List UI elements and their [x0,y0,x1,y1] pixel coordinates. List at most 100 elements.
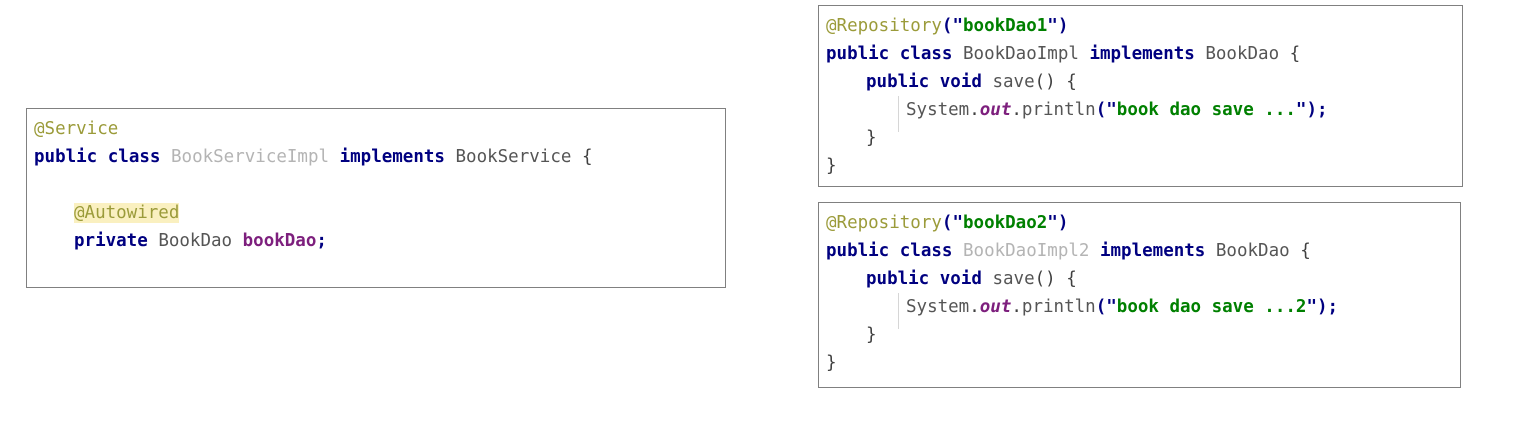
token-keyword: class [899,241,953,261]
token-quote: " [952,213,963,233]
token-keyword: implements [339,147,445,167]
code-line[interactable]: } [819,321,1460,349]
token-plain [1079,44,1090,64]
code-panel-book-dao-impl[interactable]: @Repository("bookDao1")public class Book… [818,5,1463,187]
token-quote: " [1306,297,1317,317]
token-plain [1195,44,1206,64]
token-quote: " [1295,100,1307,120]
code-panel-book-service-impl[interactable]: @Service public class BookServiceImpl imp… [26,108,726,288]
code-line[interactable]: @Repository("bookDao1") [819,12,1462,40]
code-line[interactable]: @Autowired [27,199,725,227]
code-line-content: @Service [34,119,118,139]
token-class-dim: BookServiceImpl [171,147,330,167]
code-line-content: } [826,156,837,176]
code-line[interactable]: } [819,349,1460,377]
code-line-content: public class BookDaoImpl implements Book… [826,44,1300,64]
code-line[interactable]: public void save() { [819,265,1460,293]
token-class: System [906,100,970,120]
code-line-content: public void save() { [866,269,1077,289]
token-plain [148,231,159,251]
token-class: BookDao [1205,44,1280,64]
code-line-content: public void save() { [866,72,1077,92]
token-keyword: private [74,231,148,251]
code-line[interactable]: private BookDao bookDao; [27,227,725,255]
code-line[interactable]: } [819,124,1462,152]
token-brace: () { [1034,269,1077,289]
token-keyword: public [866,72,930,92]
token-punct: ( [1095,100,1107,120]
token-keyword: implements [1099,241,1206,261]
token-annotation: @Repository [826,213,942,233]
token-plain [445,147,456,167]
token-plain [982,269,993,289]
code-line[interactable]: public class BookDaoImpl2 implements Boo… [819,237,1460,265]
code-line[interactable]: System.out.println("book dao save ..."); [819,96,1462,124]
token-keyword: public [34,147,98,167]
token-class: BookDaoImpl [963,44,1079,64]
token-brace: . [969,100,980,120]
token-quote: " [1047,213,1058,233]
token-class: BookService [455,147,572,167]
code-line[interactable]: public void save() { [819,68,1462,96]
token-punct: ( [1095,297,1107,317]
token-brace: . [1011,100,1022,120]
token-brace: } [866,325,877,345]
token-keyword: void [939,72,982,92]
token-keyword: public [826,44,890,64]
code-line[interactable]: System.out.println("book dao save ...2")… [819,293,1460,321]
indent-guide [898,96,899,132]
token-class: System [906,297,970,317]
token-brace: } [826,353,837,373]
token-quote: " [1106,100,1117,120]
token-static: out [979,100,1012,120]
token-brace: { [571,147,593,167]
token-string: book dao save ...2 [1116,297,1307,317]
indent-guide [898,293,899,329]
token-plain [929,269,940,289]
code-line-content: } [866,128,877,148]
token-brace: () { [1034,72,1077,92]
token-plain [97,147,108,167]
code-line[interactable]: public class BookDaoImpl implements Book… [819,40,1462,68]
token-punct: ) [1306,100,1317,120]
token-keyword: public [866,269,930,289]
token-keyword: implements [1089,44,1195,64]
token-keyword: class [899,44,953,64]
token-class: save [992,269,1035,289]
code-line[interactable] [27,171,725,199]
token-punct: ; [1327,297,1339,317]
token-plain [329,147,340,167]
code-panel-book-dao-impl2[interactable]: @Repository("bookDao2") public class Book… [818,202,1461,388]
token-punct: ( [941,213,953,233]
token-keyword: public [826,241,890,261]
token-punct: ( [941,16,953,36]
token-keyword: void [939,269,982,289]
token-brace: . [969,297,980,317]
token-punct: ; [1317,100,1328,120]
code-line[interactable]: public class BookServiceImpl implements … [27,143,725,171]
token-string: book dao save ... [1116,100,1296,120]
code-line[interactable]: @Service [27,115,725,143]
token-plain [952,44,963,64]
token-string: bookDao2 [963,213,1048,233]
token-plain [982,72,993,92]
token-class: println [1021,297,1096,317]
code-line[interactable]: } [819,152,1462,180]
code-line-content: public class BookServiceImpl implements … [34,147,592,167]
token-brace: } [826,156,837,176]
token-plain [232,231,243,251]
code-line-content: } [866,325,877,345]
code-line-content: public class BookDaoImpl2 implements Boo… [826,241,1311,261]
token-class: save [992,72,1035,92]
token-brace: { [1289,241,1311,261]
token-plain [929,72,940,92]
code-line-content: System.out.println("book dao save ..."); [906,100,1328,120]
token-punct: ; [316,231,327,251]
code-line[interactable]: @Repository("bookDao2") [819,209,1460,237]
token-quote: " [1047,16,1058,36]
token-plain [952,241,963,261]
token-class: println [1021,100,1096,120]
token-annotation: @Service [34,119,119,139]
token-plain [889,241,900,261]
token-brace: } [866,128,877,148]
